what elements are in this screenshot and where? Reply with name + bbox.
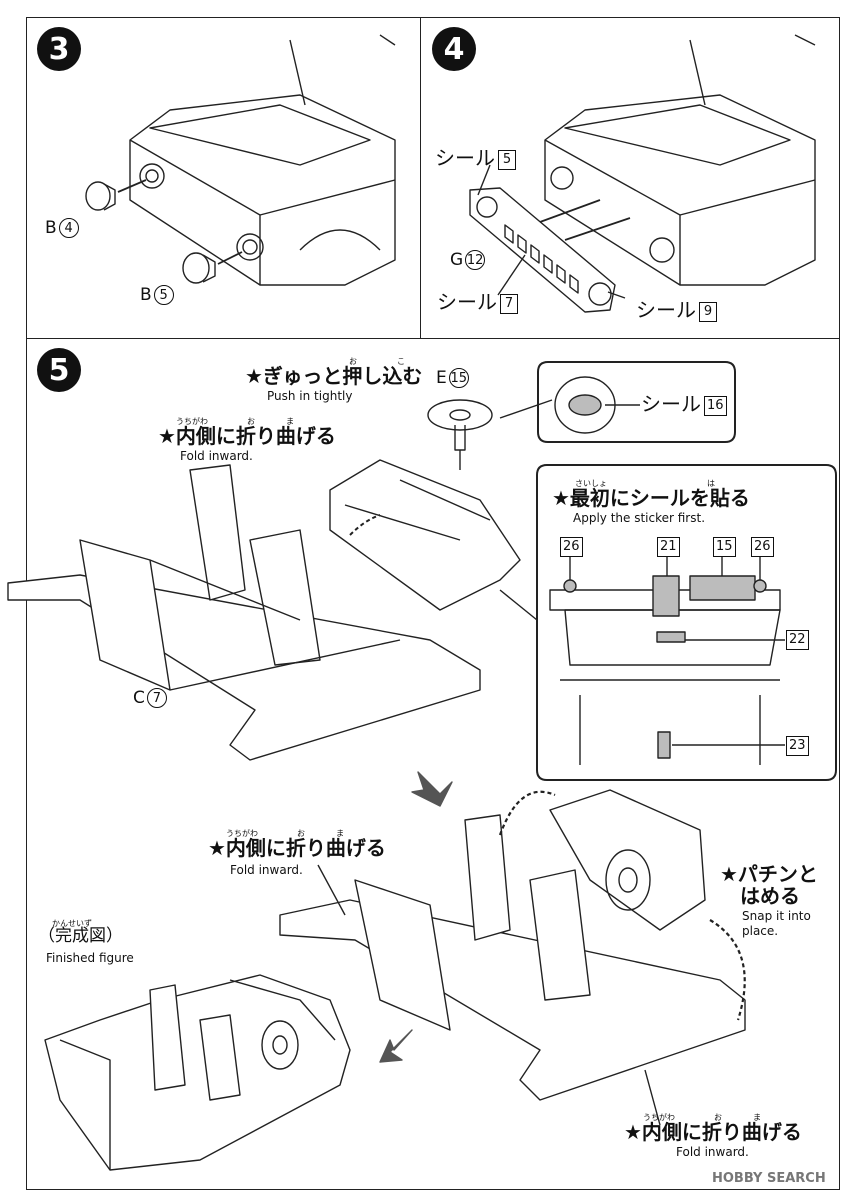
step5-floor-pan <box>7 464 481 761</box>
sticker-text: シール <box>435 146 495 170</box>
part-number-circle: 7 <box>146 688 167 708</box>
finished-figure <box>44 974 351 1171</box>
sticker-text: シール <box>641 392 701 416</box>
part-letter: G <box>450 250 464 270</box>
sticker-number-21: 21 <box>657 537 680 557</box>
step-3-number: 3 <box>37 27 81 71</box>
fold-instruction-en-3: Fold inward. <box>676 1145 749 1159</box>
watermark: HOBBY SEARCH <box>712 1171 826 1186</box>
sticker-number-box: 9 <box>699 301 717 322</box>
fold-ruby-o: お <box>247 417 255 426</box>
step5-steering-wheel <box>427 399 493 470</box>
push-instruction-en: Push in tightly <box>267 389 353 403</box>
sticker-number-26-right: 26 <box>751 537 774 557</box>
apply-sticker-en: Apply the sticker first. <box>573 511 706 525</box>
step-4-number: 4 <box>432 27 476 71</box>
step4-car-front <box>544 34 816 286</box>
fold-ruby-uchigawa-2: うちがわ <box>226 829 258 838</box>
sticker-number-15: 15 <box>713 537 736 557</box>
finished-figure-en: Finished figure <box>46 951 134 965</box>
fold-instruction-jp-1: ★内側に折り曲げる <box>158 424 336 448</box>
step3-car-front <box>129 34 396 286</box>
sticker-number-22: 22 <box>786 630 809 650</box>
part-number-circle: 4 <box>58 218 79 238</box>
fold-ruby-o-2: お <box>297 829 305 838</box>
step5-dashboard <box>329 459 521 611</box>
snap-instruction-en-2: place. <box>742 924 779 938</box>
fold-ruby-ma-3: ま <box>753 1113 761 1122</box>
part-letter: C <box>133 688 145 708</box>
fold-ruby-ma: ま <box>286 417 294 426</box>
snap-instruction-jp-2: はめる <box>740 884 800 908</box>
fold-instruction-jp-2: ★内側に折り曲げる <box>208 836 386 860</box>
sticker-number-box: 7 <box>500 293 518 314</box>
part-number-circle: 12 <box>465 250 486 270</box>
step4-grille <box>469 187 616 313</box>
sticker-number-box: 5 <box>498 149 516 170</box>
step3-headlight-parts <box>85 181 216 284</box>
part-letter: B <box>45 218 57 238</box>
push-ruby-ko: こ <box>397 357 405 366</box>
part-number-circle: 5 <box>153 285 174 305</box>
step-5-panel <box>26 338 840 1190</box>
fold-ruby-ma-2: ま <box>336 829 344 838</box>
sticker-text: シール <box>437 290 497 314</box>
fold-ruby-uchigawa: うちがわ <box>176 417 208 426</box>
push-ruby-o: お <box>349 357 357 366</box>
sticker-text: シール <box>636 298 696 322</box>
finished-ruby: かんせいず <box>52 919 92 928</box>
part-number-circle: 15 <box>448 368 469 388</box>
step5-middle-assembly <box>279 789 746 1126</box>
part-letter: E <box>436 368 447 388</box>
fold-instruction-jp-3: ★内側に折り曲げる <box>624 1120 802 1144</box>
finished-figure-jp: （完成図） <box>38 926 123 946</box>
fold-instruction-en-1: Fold inward. <box>180 449 253 463</box>
fold-ruby-o-3: お <box>714 1113 722 1122</box>
snap-instruction-jp-1: ★パチンと <box>720 862 818 886</box>
push-instruction-jp: ★ぎゅっと押し込む <box>245 364 423 388</box>
apply-sticker-jp: ★最初にシールを貼る <box>552 486 750 510</box>
apply-ruby-saisho: さいしょ <box>575 479 607 488</box>
fold-instruction-en-2: Fold inward. <box>230 863 303 877</box>
sticker-number-box: 16 <box>704 395 727 416</box>
step-5-number: 5 <box>37 348 81 392</box>
fold-ruby-uchigawa-3: うちがわ <box>643 1113 675 1122</box>
snap-instruction-en-1: Snap it into <box>742 909 811 923</box>
sticker-number-26-left: 26 <box>560 537 583 557</box>
sticker-number-23: 23 <box>786 736 809 756</box>
apply-ruby-ha: は <box>707 479 715 488</box>
part-letter: B <box>140 285 152 305</box>
